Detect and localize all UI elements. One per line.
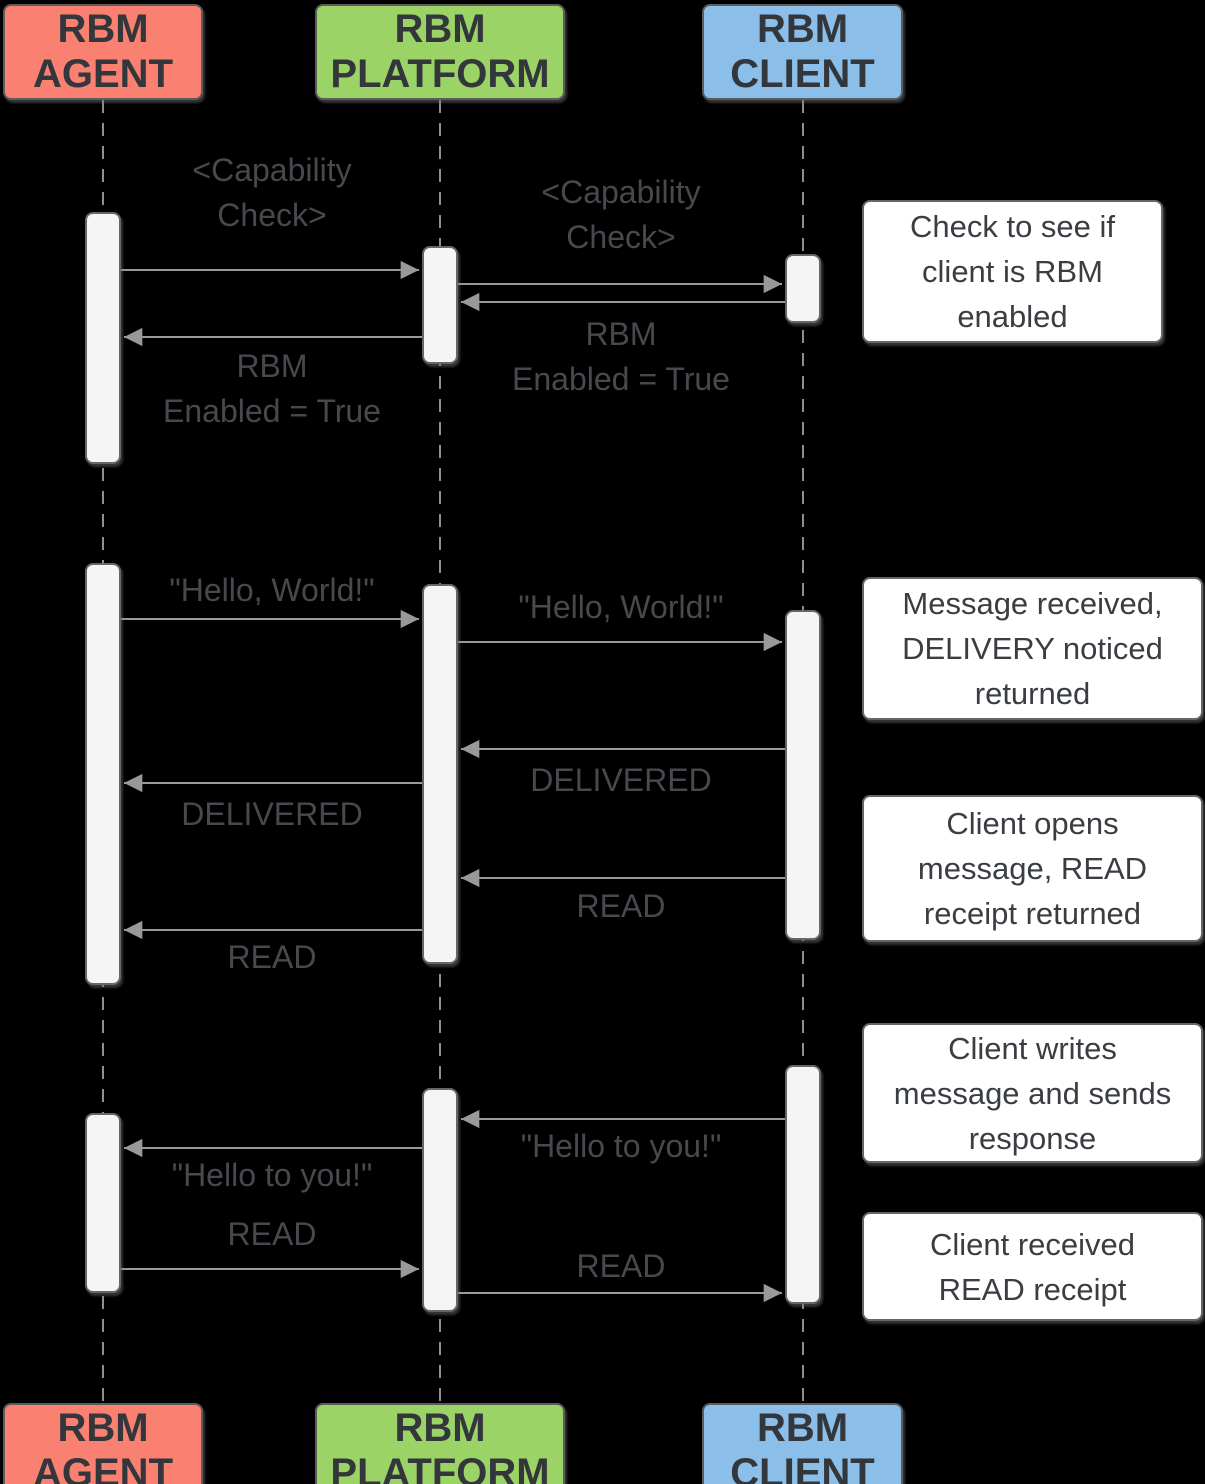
- actor-box-rbm-platform-bottom: RBM PLATFORM: [315, 1403, 565, 1484]
- message-label-hello-world-left: "Hello, World!": [169, 572, 375, 608]
- message-label-hello-to-you-right: "Hello to you!": [520, 1128, 722, 1164]
- actor-box-rbm-agent-bottom: RBM AGENT: [3, 1403, 203, 1484]
- activation-bar-platform-2: [422, 584, 458, 964]
- activation-bar-agent-1: [85, 212, 121, 464]
- message-label-read-right-2: READ: [576, 1248, 666, 1284]
- message-label-delivered-left: DELIVERED: [181, 796, 363, 832]
- activation-bar-platform-3: [422, 1088, 458, 1312]
- actor-box-rbm-agent-top: RBM AGENT: [3, 4, 203, 100]
- note-box-capability: Check to see if client is RBM enabled: [862, 200, 1163, 343]
- message-label-enabled-right: RBM Enabled = True: [512, 316, 730, 397]
- note-box-response: Client writes message and sends response: [862, 1023, 1203, 1163]
- activation-bar-platform-1: [422, 246, 458, 364]
- message-label-enabled-left: RBM Enabled = True: [163, 348, 381, 429]
- message-label-delivered-right: DELIVERED: [530, 762, 712, 798]
- note-box-delivered: Message received, DELIVERY noticed retur…: [862, 577, 1203, 720]
- activation-bar-agent-3: [85, 1113, 121, 1293]
- message-label-hello-to-you-left: "Hello to you!": [171, 1157, 373, 1193]
- activation-bar-agent-2: [85, 563, 121, 985]
- message-label-read-right-1: READ: [576, 888, 666, 924]
- message-label-read-left-1: READ: [227, 939, 317, 975]
- activation-bar-client-1: [785, 254, 821, 323]
- actor-box-rbm-client-top: RBM CLIENT: [702, 4, 903, 100]
- message-label-capability-left: <Capability Check>: [192, 152, 352, 233]
- note-box-read-receipt: Client received READ receipt: [862, 1212, 1203, 1321]
- note-box-read: Client opens message, READ receipt retur…: [862, 795, 1203, 942]
- activation-bar-client-3: [785, 1065, 821, 1304]
- activation-bar-client-2: [785, 610, 821, 940]
- message-label-capability-right: <Capability Check>: [541, 174, 701, 255]
- actor-box-rbm-platform-top: RBM PLATFORM: [315, 4, 565, 100]
- message-label-hello-world-right: "Hello, World!": [518, 589, 724, 625]
- message-label-read-left-2: READ: [227, 1216, 317, 1252]
- actor-box-rbm-client-bottom: RBM CLIENT: [702, 1403, 903, 1484]
